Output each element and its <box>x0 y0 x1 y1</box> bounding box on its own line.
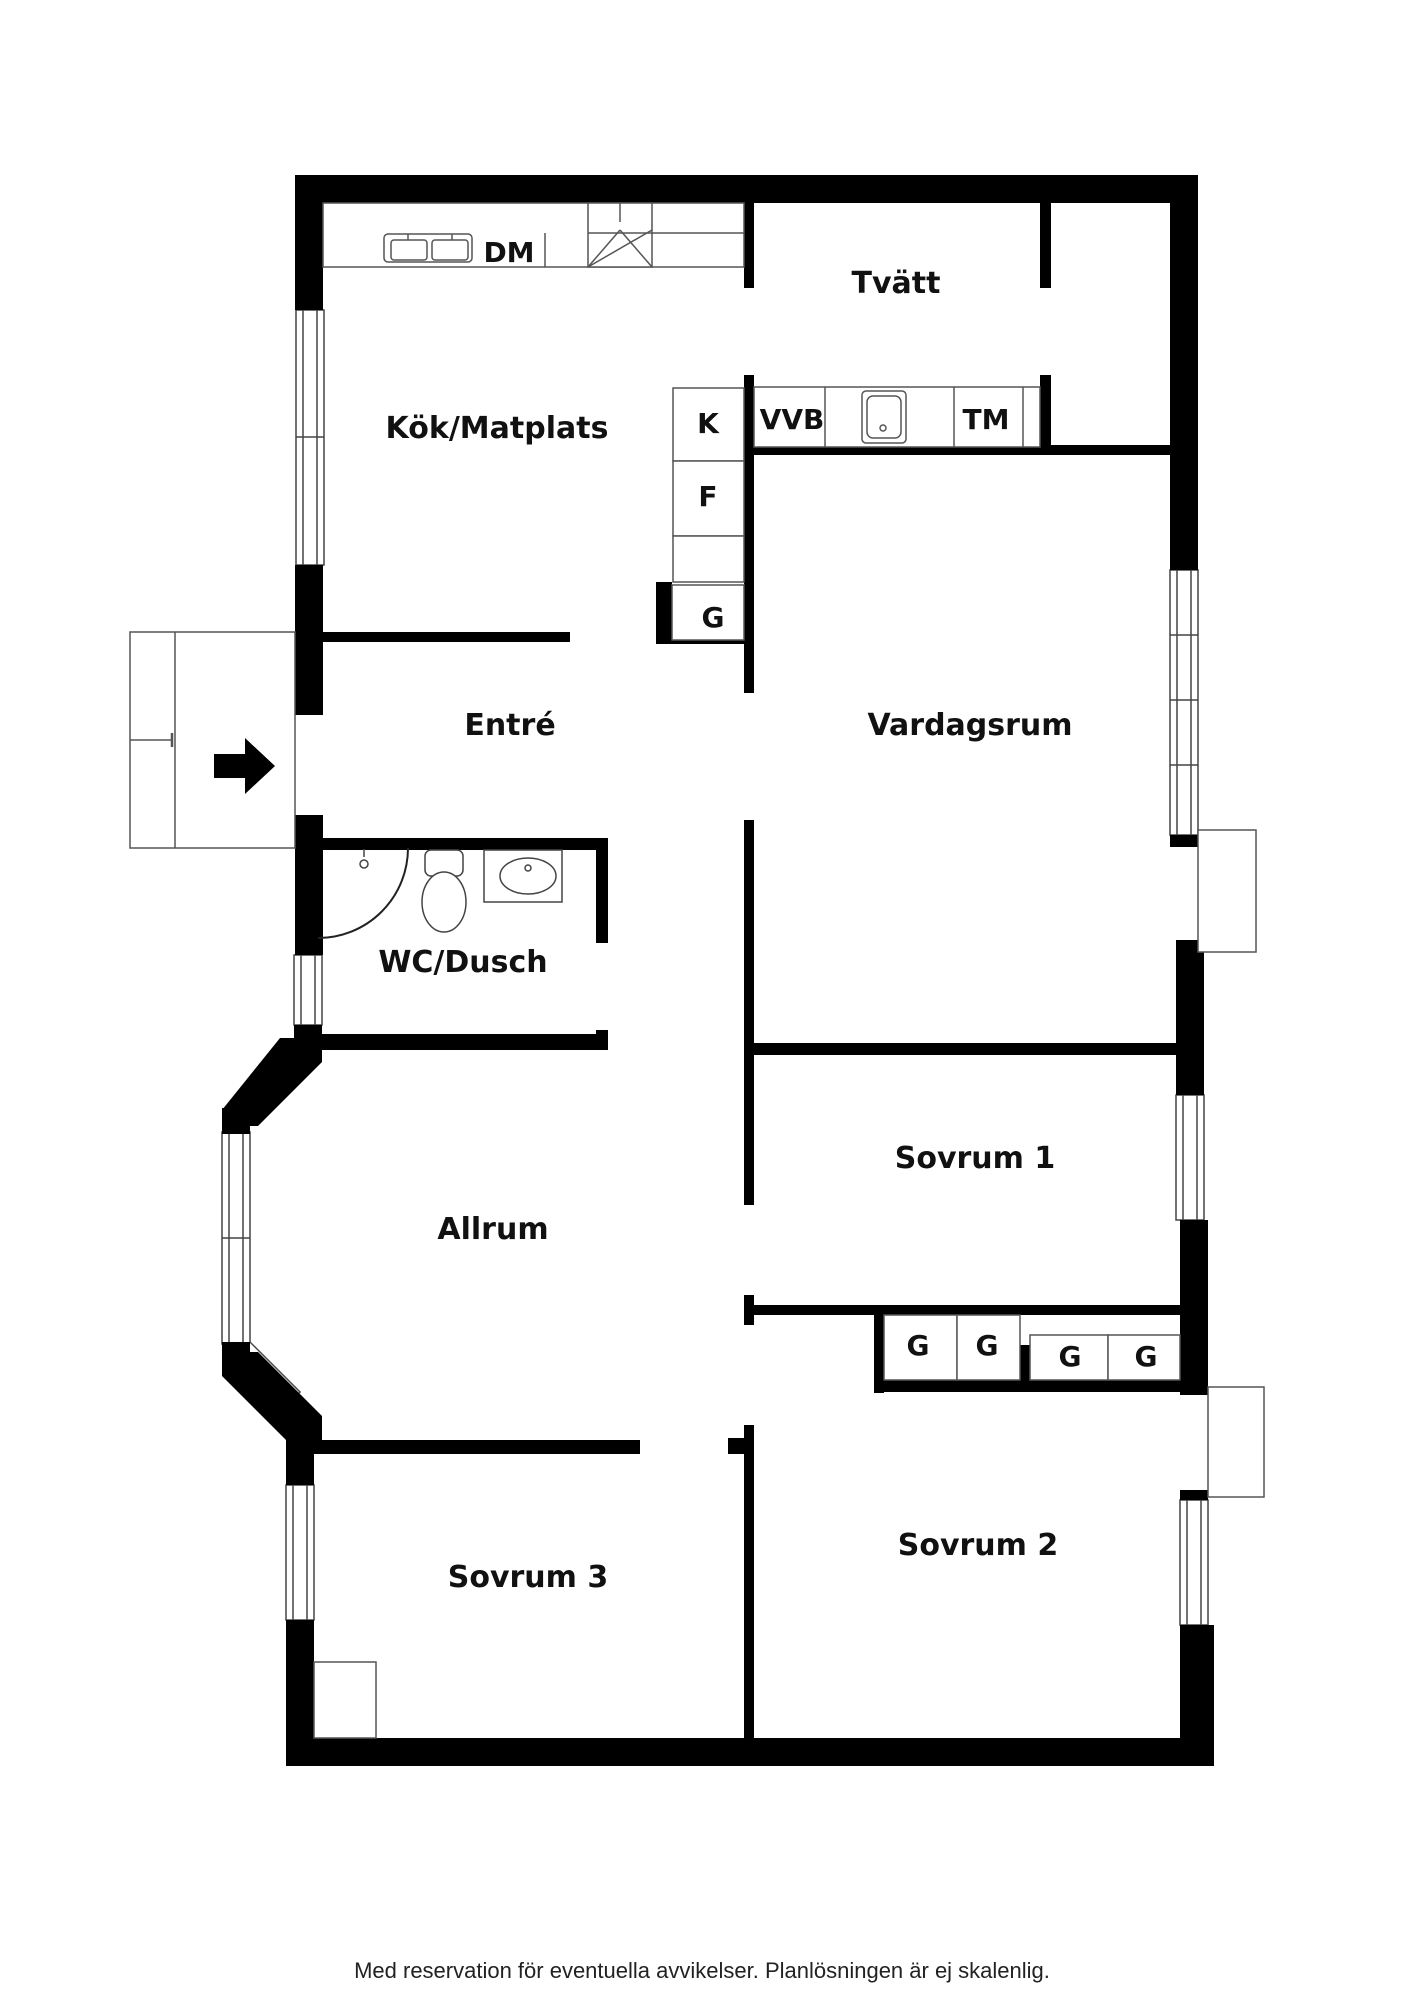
balconies <box>1197 829 1265 1498</box>
label-g-wardrobe-3: G <box>1059 1340 1082 1373</box>
room-label-wc: WC/Dusch <box>378 945 547 980</box>
sovrum3-corner-fixture <box>313 1661 377 1739</box>
room-label-sovrum3: Sovrum 3 <box>448 1560 609 1595</box>
wardrobes <box>883 1314 1181 1381</box>
label-tm: TM <box>963 403 1010 436</box>
label-g-wardrobe-4: G <box>1135 1340 1158 1373</box>
label-g-wardrobe-2: G <box>976 1329 999 1362</box>
label-k: K <box>697 407 720 440</box>
room-label-tvatt: Tvätt <box>852 266 941 301</box>
bathroom-fixtures <box>317 847 563 939</box>
exterior-walls <box>222 175 1214 1766</box>
window-sovrum3-west <box>285 1484 315 1621</box>
room-label-allrum: Allrum <box>437 1212 548 1247</box>
label-vvb: VVB <box>760 403 825 436</box>
room-label-sovrum1: Sovrum 1 <box>895 1141 1056 1176</box>
window-vardagsrum-east <box>1169 569 1199 836</box>
label-g-wardrobe-1: G <box>907 1329 930 1362</box>
entry-landing <box>129 631 296 849</box>
disclaimer-text: Med reservation för eventuella avvikelse… <box>354 1958 1050 1983</box>
room-label-sovrum2: Sovrum 2 <box>898 1528 1059 1563</box>
interior-walls <box>314 203 1184 1738</box>
window-wc-west <box>293 954 323 1026</box>
window-sovrum2-east <box>1179 1499 1209 1626</box>
label-f: F <box>698 480 717 513</box>
label-g-kitchen: G <box>702 601 725 634</box>
laundry-counter <box>753 386 1041 448</box>
window-sovrum1-east <box>1175 1094 1205 1221</box>
room-label-entre: Entré <box>464 708 555 743</box>
kitchen-cabinets <box>671 387 745 641</box>
windows <box>221 309 1209 1626</box>
label-dm: DM <box>483 236 534 269</box>
kitchen-counter <box>322 202 745 268</box>
room-label-vardagsrum: Vardagsrum <box>867 708 1072 743</box>
entrance-arrow-icon <box>214 738 275 794</box>
room-label-kok: Kök/Matplats <box>386 411 609 446</box>
